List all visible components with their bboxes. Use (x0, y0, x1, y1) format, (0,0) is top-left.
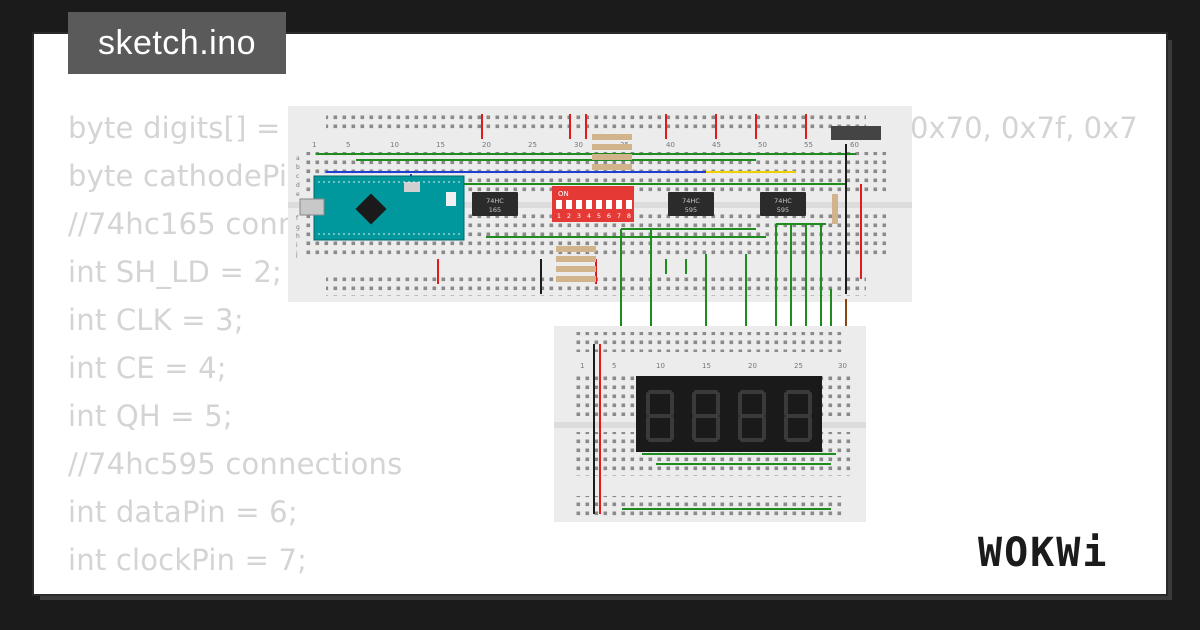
column-number: 55 (804, 141, 813, 149)
column-number: 5 (612, 362, 616, 370)
dip-number: 5 (597, 212, 601, 220)
chip-label: 74HC (774, 197, 792, 205)
seven-segment-display (636, 376, 822, 452)
chip-label: 74HC (682, 197, 700, 205)
resistor-bank-bottom (556, 246, 596, 282)
file-tab[interactable]: sketch.ino (68, 12, 286, 74)
column-number: 30 (838, 362, 847, 370)
code-line: int clockPin = 7; (68, 543, 308, 577)
row-letter: f (296, 215, 299, 222)
code-line: int SH_LD = 2; (68, 255, 282, 289)
chip-label: 74HC (486, 197, 504, 205)
dip-switch-on-label: ON (558, 190, 569, 198)
chip-label: 595 (685, 206, 697, 214)
column-number: 20 (748, 362, 757, 370)
row-letter: b (296, 164, 300, 171)
dip-number: 3 (577, 212, 581, 220)
code-line: int CLK = 3; (68, 303, 244, 337)
column-number: 30 (574, 141, 583, 149)
arduino-nano (299, 175, 465, 241)
column-number: 10 (656, 362, 665, 370)
code-line: int dataPin = 6; (68, 495, 298, 529)
chip-74hc595-2: 74HC 595 (760, 192, 806, 216)
column-number: 15 (702, 362, 711, 370)
column-number: 5 (346, 141, 350, 149)
circuit-diagram: 1 5 10 15 20 25 30 35 40 45 50 55 60 a b… (288, 106, 912, 522)
code-line: int latchPin = 8; (68, 584, 402, 594)
chip-label: 165 (489, 206, 501, 214)
column-number: 60 (850, 141, 859, 149)
row-letter: a (296, 155, 300, 162)
dip-number: 4 (587, 212, 591, 220)
row-letter: j (295, 251, 298, 258)
code-background: byte digits[] = { byte cathodePi //74hc1… (68, 104, 402, 594)
dip-number: 2 (567, 212, 571, 220)
column-number: 25 (794, 362, 803, 370)
column-number: 20 (482, 141, 491, 149)
row-letter: d (296, 182, 300, 189)
code-line: byte cathodePi (68, 159, 288, 193)
dip-number: 8 (627, 212, 631, 220)
dip-switch[interactable]: ON 1 2 3 4 5 6 7 8 (552, 186, 634, 222)
column-number: 25 (528, 141, 537, 149)
chip-74hc595-1: 74HC 595 (668, 192, 714, 216)
resistor-bank-top (592, 134, 632, 170)
column-number: 50 (758, 141, 767, 149)
code-line: byte digits[] = { (68, 111, 309, 145)
chip-label: 595 (777, 206, 789, 214)
code-line: //74hc165 conn (68, 207, 297, 241)
code-line: //74hc595 connections (68, 447, 403, 481)
dip-number: 1 (557, 212, 561, 220)
chip-74hc165: 74HC 165 (472, 192, 518, 216)
row-letter: i (296, 242, 298, 249)
dip-number: 7 (617, 212, 621, 220)
row-letter: c (296, 173, 299, 180)
wokwi-logo[interactable]: WOKWi (978, 528, 1150, 576)
dip-number: 6 (607, 212, 611, 220)
logo-text: WOKWi (978, 530, 1108, 576)
row-letter: e (296, 191, 300, 198)
column-number: 1 (580, 362, 584, 370)
column-number: 15 (436, 141, 445, 149)
row-letter: g (296, 224, 300, 231)
slide-switch[interactable] (831, 126, 881, 140)
resistor (832, 194, 838, 224)
code-line: int QH = 5; (68, 399, 233, 433)
column-number: 40 (666, 141, 675, 149)
code-line: int CE = 4; (68, 351, 227, 385)
row-letter: h (296, 233, 300, 240)
column-number: 45 (712, 141, 721, 149)
column-number: 10 (390, 141, 399, 149)
column-number: 1 (312, 141, 316, 149)
code-line-tail: 0x70, 0x7f, 0x7 (910, 111, 1138, 145)
